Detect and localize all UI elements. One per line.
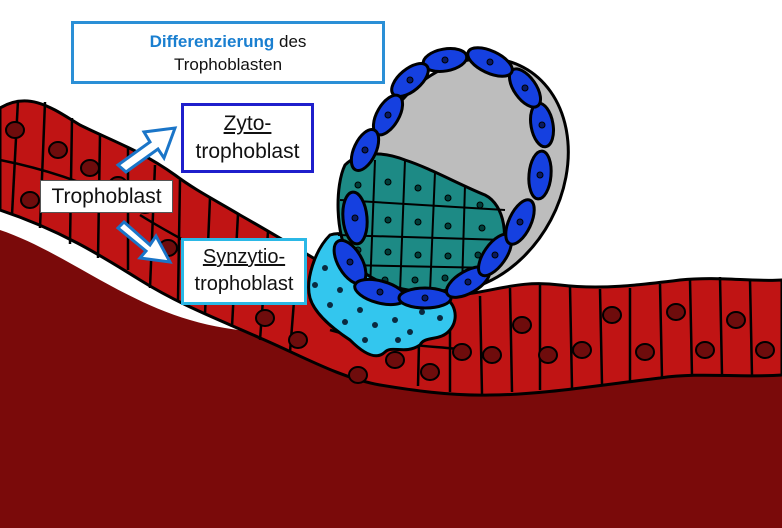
uterine-stroma [0,230,782,528]
trophoblast-label: Trophoblast [40,180,173,213]
cytotrophoblast-label: Zyto- trophoblast [181,103,314,173]
cytotrophoblast-nuclei [346,56,546,302]
title-rest: des [274,32,307,51]
synz-line1: Synzytio- [202,246,286,268]
syncytiotrophoblast-label: Synzytio- trophoblast [181,238,307,305]
title-line2: Trophoblasten [173,55,283,74]
arrow-to-synzytio [115,219,173,264]
arrow-to-zyto [115,126,178,174]
synz-line2: trophoblast [194,273,294,295]
title-highlight: Differenzierung [149,32,275,51]
endometrial-epithelium [0,99,782,397]
zyto-line1: Zyto- [223,112,272,135]
zyto-line2: trophoblast [195,140,300,163]
title-box: Differenzierung des Trophoblasten [71,21,385,84]
